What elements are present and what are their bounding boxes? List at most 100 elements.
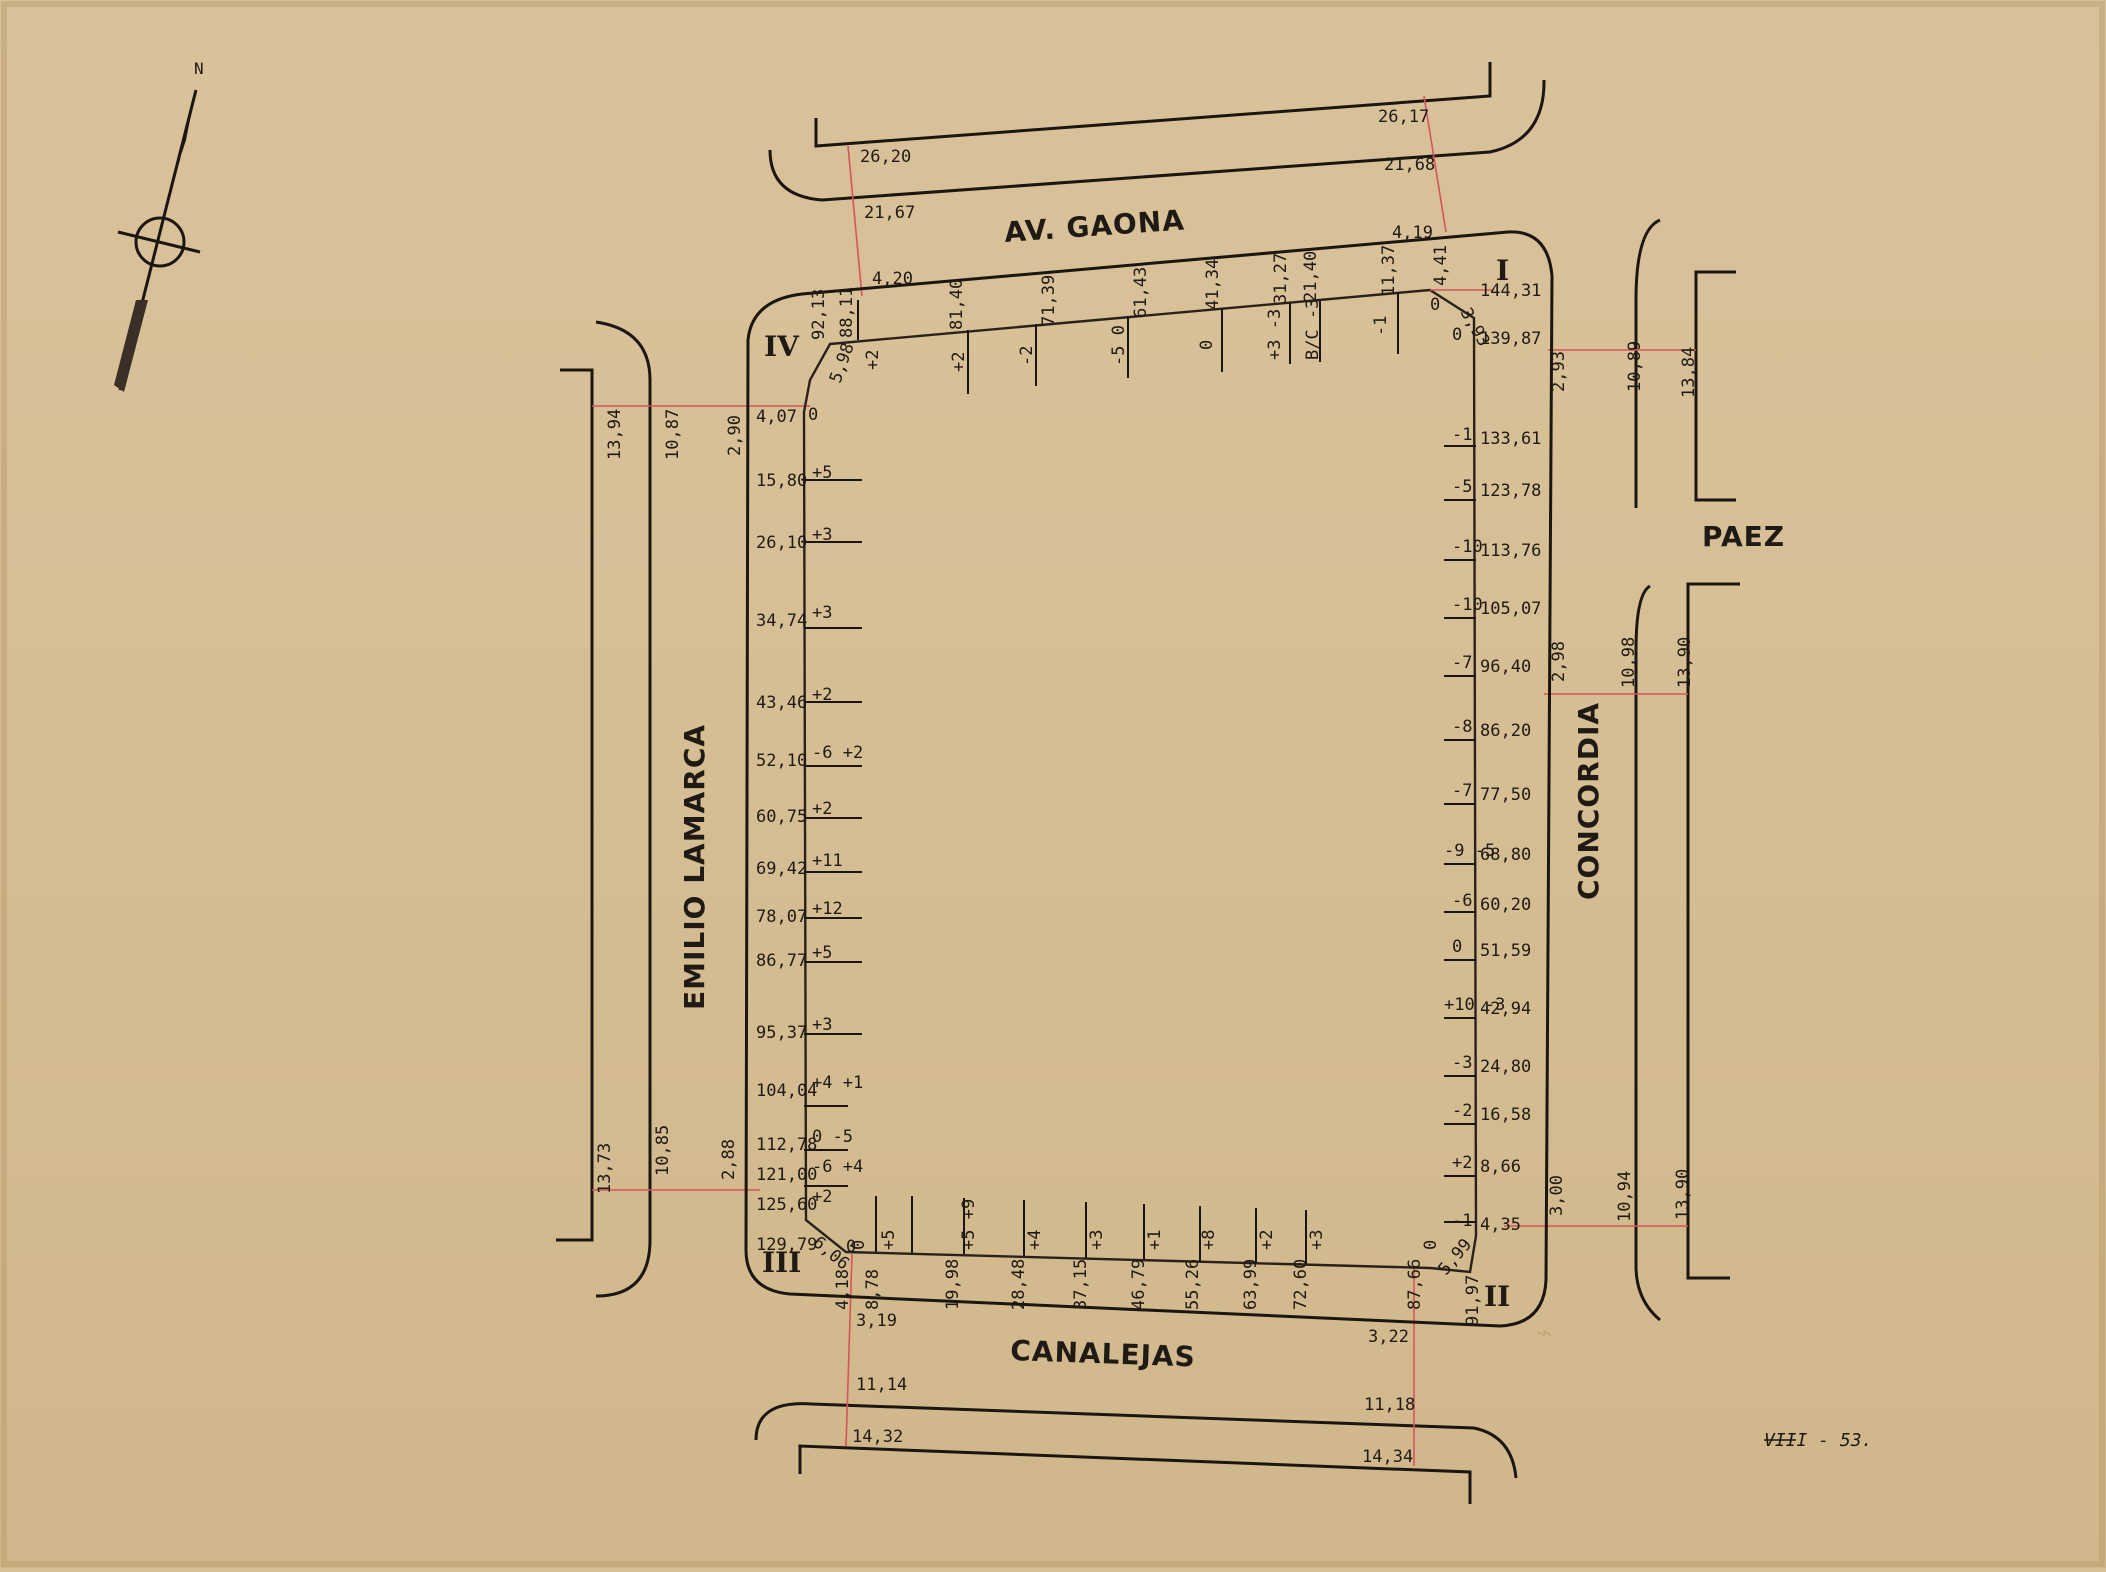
south-dist: 19,98	[943, 1259, 963, 1310]
east-mark: -7	[1452, 653, 1472, 673]
vertex-label: I	[1496, 254, 1509, 287]
street-canalejas	[754, 1253, 1518, 1504]
street-emilio-lamarca	[556, 320, 810, 1298]
west-dist: 112,78	[756, 1135, 817, 1155]
east-dist: 144,31	[1480, 281, 1541, 301]
width-figure: 3,22	[1368, 1327, 1409, 1347]
vertex-label: II	[1484, 1280, 1510, 1313]
street-label-west: EMILIO LAMARCA	[678, 724, 711, 1010]
west-figures: 4,0715,80+526,10+334,74+343,46+252,10-6 …	[756, 407, 863, 1255]
north-mark: -1	[1371, 316, 1391, 336]
width-figure: 10,94	[1615, 1171, 1635, 1222]
south-mark: +2	[1257, 1230, 1277, 1250]
width-figure: 2,98	[1549, 641, 1569, 682]
street-label-east: CONCORDIA	[1572, 702, 1605, 900]
south-dist: 46,79	[1129, 1259, 1149, 1310]
north-dist: 11,37	[1379, 245, 1399, 296]
west-dist: 15,80	[756, 471, 807, 491]
east-mark: -3	[1452, 1053, 1472, 1073]
north-mark: -5 0	[1109, 325, 1129, 366]
west-mark: 0 -5	[812, 1127, 853, 1147]
east-mark: +2	[1452, 1153, 1472, 1173]
south-dist: 28,48	[1009, 1259, 1029, 1310]
south-dist: 63,99	[1241, 1259, 1261, 1310]
vertex-label: III	[762, 1246, 801, 1279]
south-dist: 37,15	[1071, 1259, 1091, 1310]
north-arrow-icon: N	[114, 59, 204, 392]
block-curb	[744, 230, 1554, 1328]
east-dist: 16,58	[1480, 1105, 1531, 1125]
corner-mark: 0	[846, 1237, 856, 1257]
east-dist: 42,94	[1480, 999, 1531, 1019]
north-mark: +2	[863, 350, 883, 370]
north-mark: B/C -3	[1303, 299, 1323, 360]
east-mark: -5	[1452, 477, 1472, 497]
east-figures: 144,31139,870133,61-1123,78-5113,76-1010…	[1444, 281, 1541, 1235]
west-dist: 129,79	[756, 1235, 817, 1255]
north-dist: 61,43	[1131, 267, 1151, 318]
south-mark: +3	[1087, 1230, 1107, 1250]
width-figure: 13,90	[1675, 637, 1695, 688]
west-mark: -6 +2	[812, 743, 863, 763]
south-mark: +8	[1199, 1230, 1219, 1250]
south-mark: 0	[1421, 1240, 1441, 1250]
west-dist: 125,60	[756, 1195, 817, 1215]
north-dist: 21,40	[1301, 251, 1321, 302]
east-mark: 0	[1452, 937, 1462, 957]
east-dist: 86,20	[1480, 721, 1531, 741]
width-figure: 21,67	[864, 203, 915, 223]
south-mark: +5	[879, 1230, 899, 1250]
west-dist: 34,74	[756, 611, 807, 631]
west-dist: 86,77	[756, 951, 807, 971]
east-ticks	[1444, 445, 1476, 1223]
width-figure: 11,18	[1364, 1395, 1415, 1415]
north-dist: 88,11	[837, 287, 857, 338]
east-dist: 68,80	[1480, 845, 1531, 865]
east-dist: 8,66	[1480, 1157, 1521, 1177]
east-mark: 0	[1452, 325, 1462, 345]
east-dist: 133,61	[1480, 429, 1541, 449]
east-dist: 113,76	[1480, 541, 1541, 561]
north-mark: -2	[1017, 346, 1037, 366]
east-dist: 4,35	[1480, 1215, 1521, 1235]
street-concordia	[1504, 218, 1740, 1322]
width-figure: 3,00	[1547, 1175, 1567, 1216]
south-mark: +5 +9	[959, 1199, 979, 1250]
east-dist: 139,87	[1480, 329, 1541, 349]
east-mark: -10	[1452, 595, 1483, 615]
width-figure: 13,84	[1679, 347, 1699, 398]
north-ticks	[857, 292, 1399, 394]
west-mark: -6 +4	[812, 1157, 863, 1177]
south-dist: 55,26	[1183, 1259, 1203, 1310]
west-mark: +5	[812, 463, 832, 483]
width-figure: 2,93	[1549, 351, 1569, 392]
west-dist: 43,46	[756, 693, 807, 713]
width-figure: 2,88	[719, 1139, 739, 1180]
south-dist: 72,60	[1291, 1259, 1311, 1310]
width-figure: 21,68	[1384, 155, 1435, 175]
west-mark: +2	[812, 1187, 832, 1207]
west-dist: 104,04	[756, 1081, 817, 1101]
width-figure: 14,32	[852, 1427, 903, 1447]
north-mark: +3 -3	[1265, 309, 1285, 360]
street-av-gaona	[768, 62, 1546, 297]
width-figure: 13,90	[1673, 1169, 1693, 1220]
south-dist: 4,18	[833, 1269, 853, 1310]
east-mark: -9 -5	[1444, 841, 1495, 861]
west-mark: +3	[812, 1015, 832, 1035]
east-mark: -8	[1452, 717, 1472, 737]
north-dist: 4,41	[1431, 245, 1451, 286]
east-mark: -1	[1452, 425, 1472, 445]
width-figure: 4,19	[1392, 223, 1433, 243]
pencil-note: ⌁	[1536, 1316, 1553, 1349]
north-dist: 31,27	[1271, 253, 1291, 304]
east-mark: -1	[1452, 1211, 1472, 1231]
east-mark: -6	[1452, 891, 1472, 911]
width-figure: 26,20	[860, 147, 911, 167]
width-figure: 13,73	[595, 1143, 615, 1194]
west-dist: 26,10	[756, 533, 807, 553]
east-mark: +10 -3	[1444, 995, 1505, 1015]
